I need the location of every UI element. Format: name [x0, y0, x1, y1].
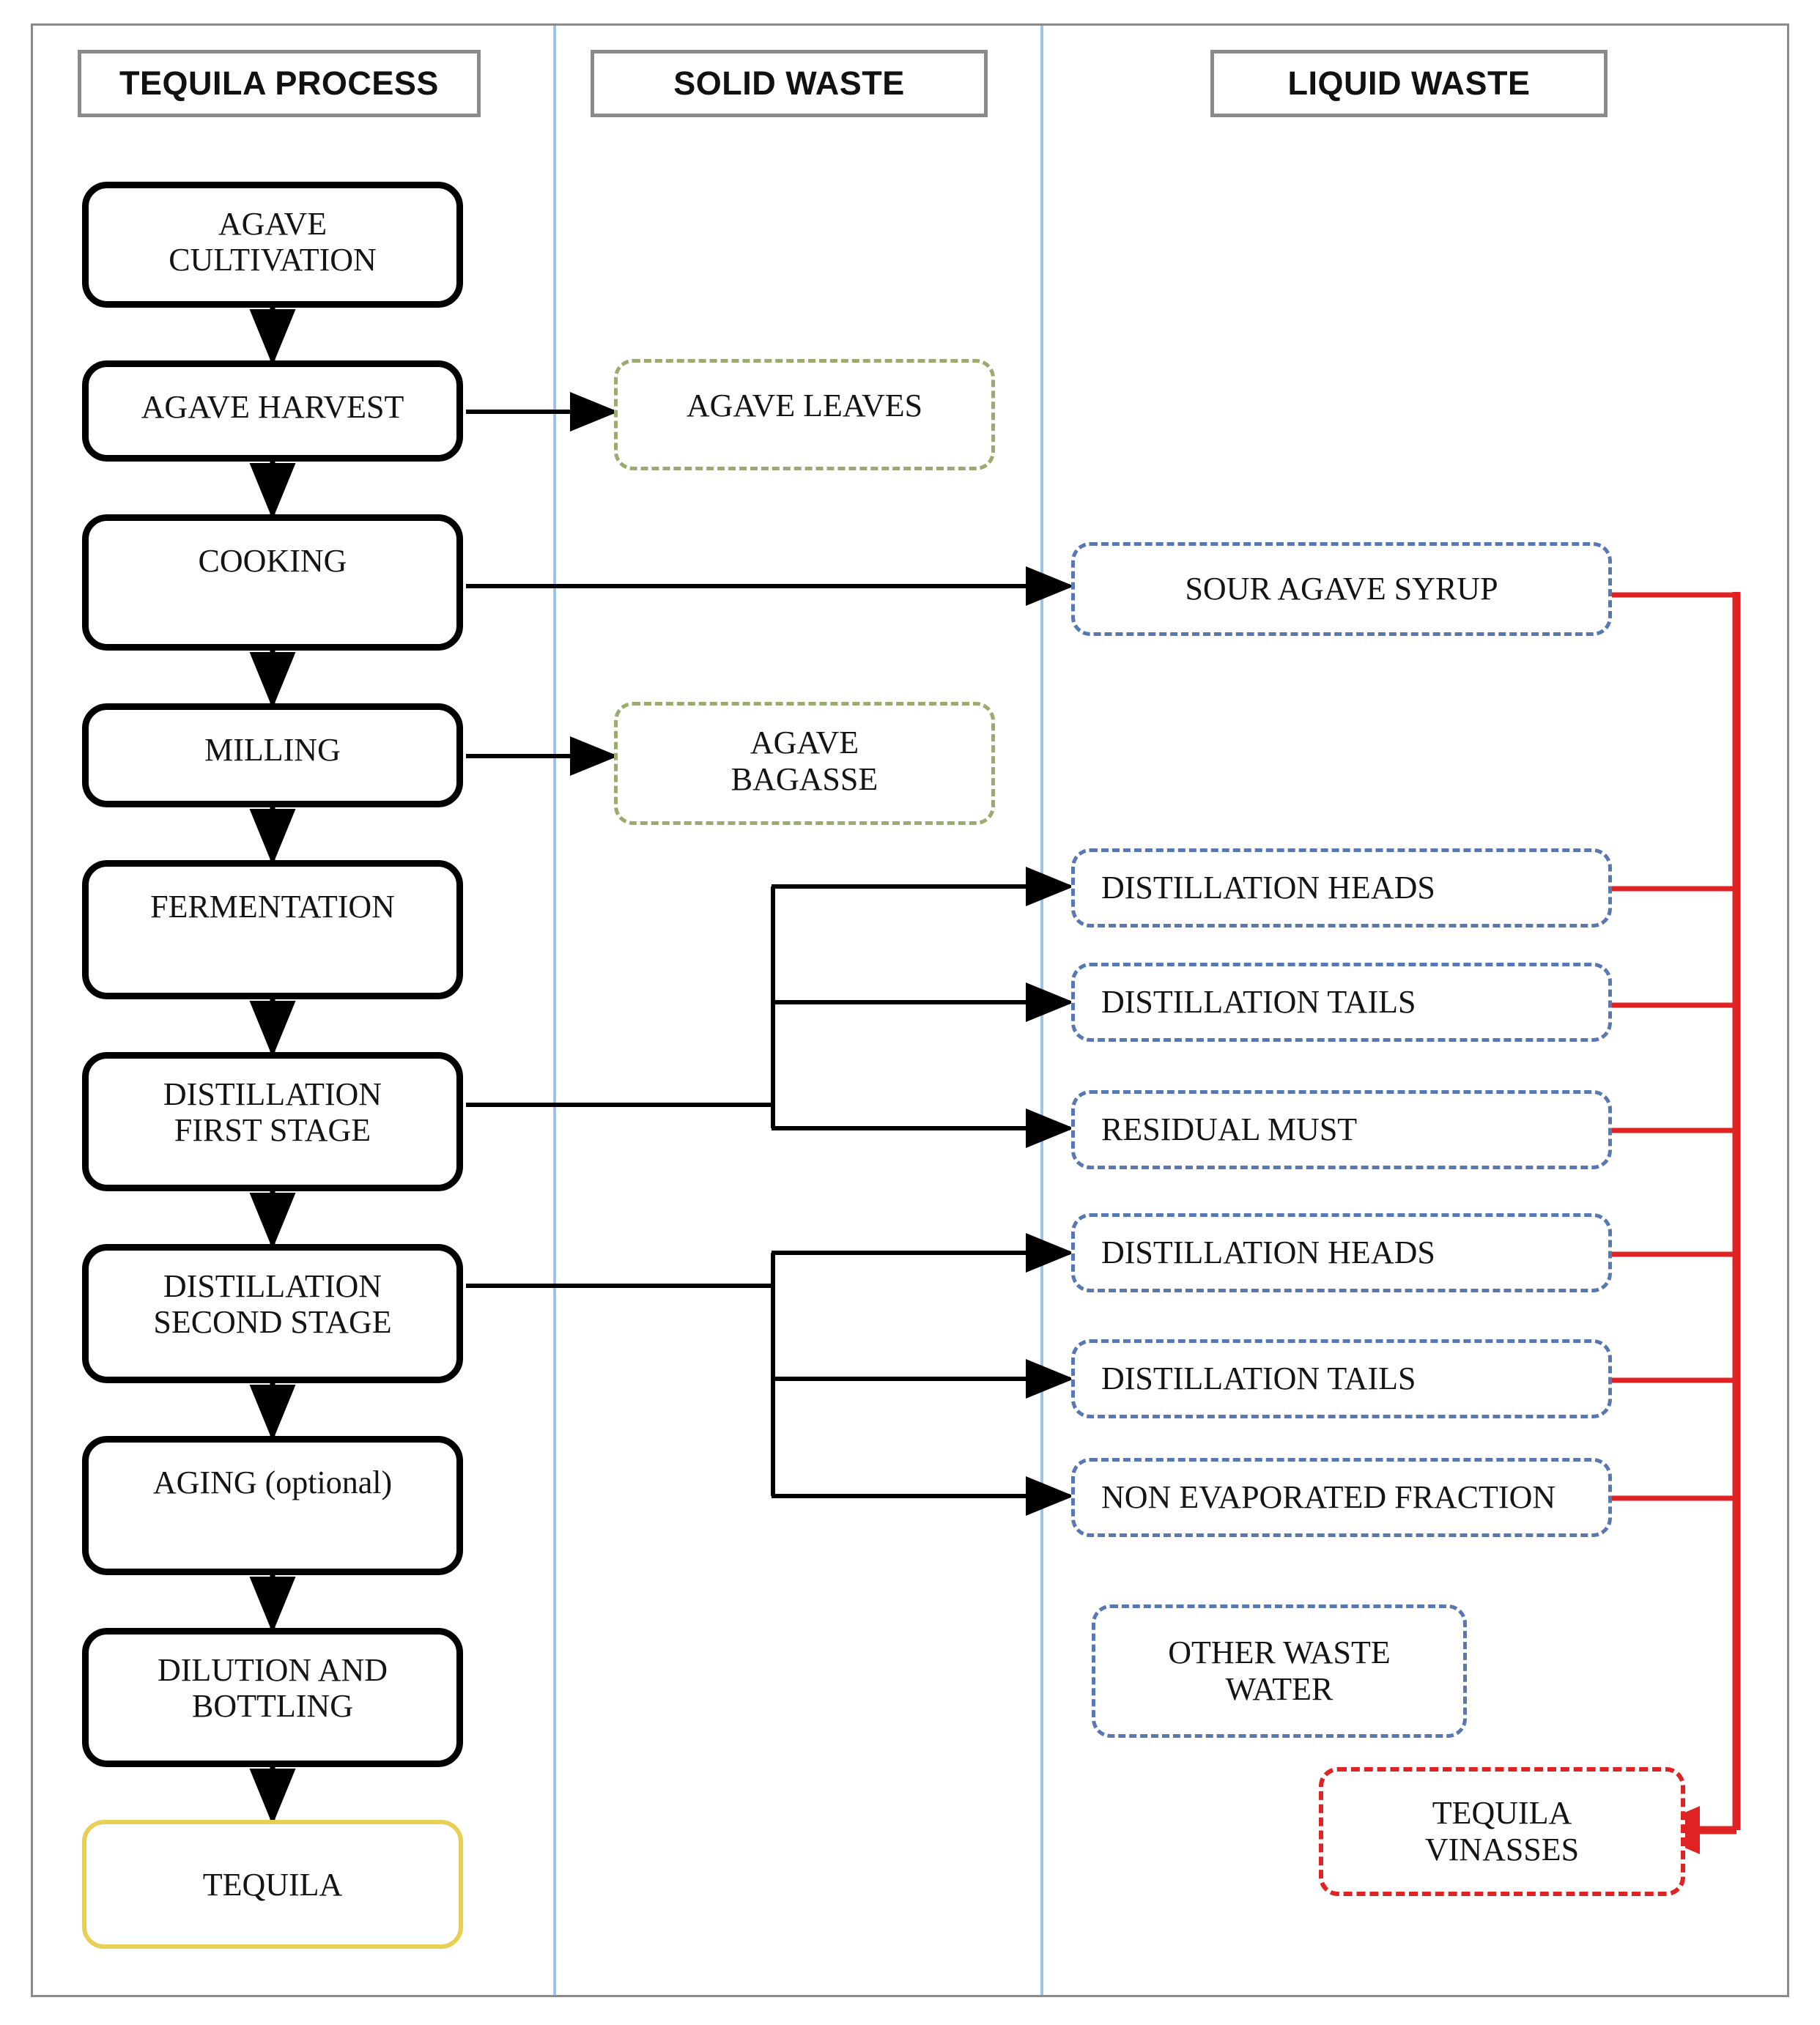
- residual-must-label: RESIDUAL MUST: [1101, 1111, 1358, 1147]
- solid-waste-box-agave-leaves[interactable]: AGAVE LEAVES: [614, 359, 995, 470]
- non-evaporated-fraction-label: NON EVAPORATED FRACTION: [1101, 1478, 1556, 1515]
- distillation-heads-1-label: DISTILLATION HEADS: [1101, 869, 1435, 906]
- process-box-tequila[interactable]: TEQUILA: [82, 1820, 463, 1949]
- distillation-tails-2-label: DISTILLATION TAILS: [1101, 1360, 1416, 1396]
- process-box-aging[interactable]: AGING (optional): [82, 1436, 463, 1575]
- distillation-heads-2-label: DISTILLATION HEADS: [1101, 1234, 1435, 1270]
- liquid-waste-box-distillation-heads-1[interactable]: DISTILLATION HEADS: [1071, 848, 1612, 928]
- process-box-milling[interactable]: MILLING: [82, 703, 463, 807]
- liquid-waste-box-non-evaporated-fraction[interactable]: NON EVAPORATED FRACTION: [1071, 1458, 1612, 1537]
- liquid-waste-box-distillation-heads-2[interactable]: DISTILLATION HEADS: [1071, 1213, 1612, 1292]
- process-box-cooking[interactable]: COOKING: [82, 514, 463, 651]
- column-header-tequila-process: TEQUILA PROCESS: [78, 50, 481, 117]
- liquid-waste-box-distillation-tails-2[interactable]: DISTILLATION TAILS: [1071, 1339, 1612, 1418]
- column-header-solid-waste: SOLID WASTE: [591, 50, 988, 117]
- distillation-tails-1-label: DISTILLATION TAILS: [1101, 983, 1416, 1020]
- liquid-waste-box-residual-must[interactable]: RESIDUAL MUST: [1071, 1090, 1612, 1169]
- process-box-agave-harvest[interactable]: AGAVE HARVEST: [82, 360, 463, 462]
- liquid-waste-box-sour-agave-syrup[interactable]: SOUR AGAVE SYRUP: [1071, 542, 1612, 636]
- sour-agave-syrup-label: SOUR AGAVE SYRUP: [1185, 570, 1498, 607]
- process-box-fermentation[interactable]: FERMENTATION: [82, 860, 463, 999]
- column-header-liquid-waste: LIQUID WASTE: [1210, 50, 1608, 117]
- liquid-waste-box-distillation-tails-1[interactable]: DISTILLATION TAILS: [1071, 963, 1612, 1042]
- tequila-label: TEQUILA: [202, 1866, 343, 1903]
